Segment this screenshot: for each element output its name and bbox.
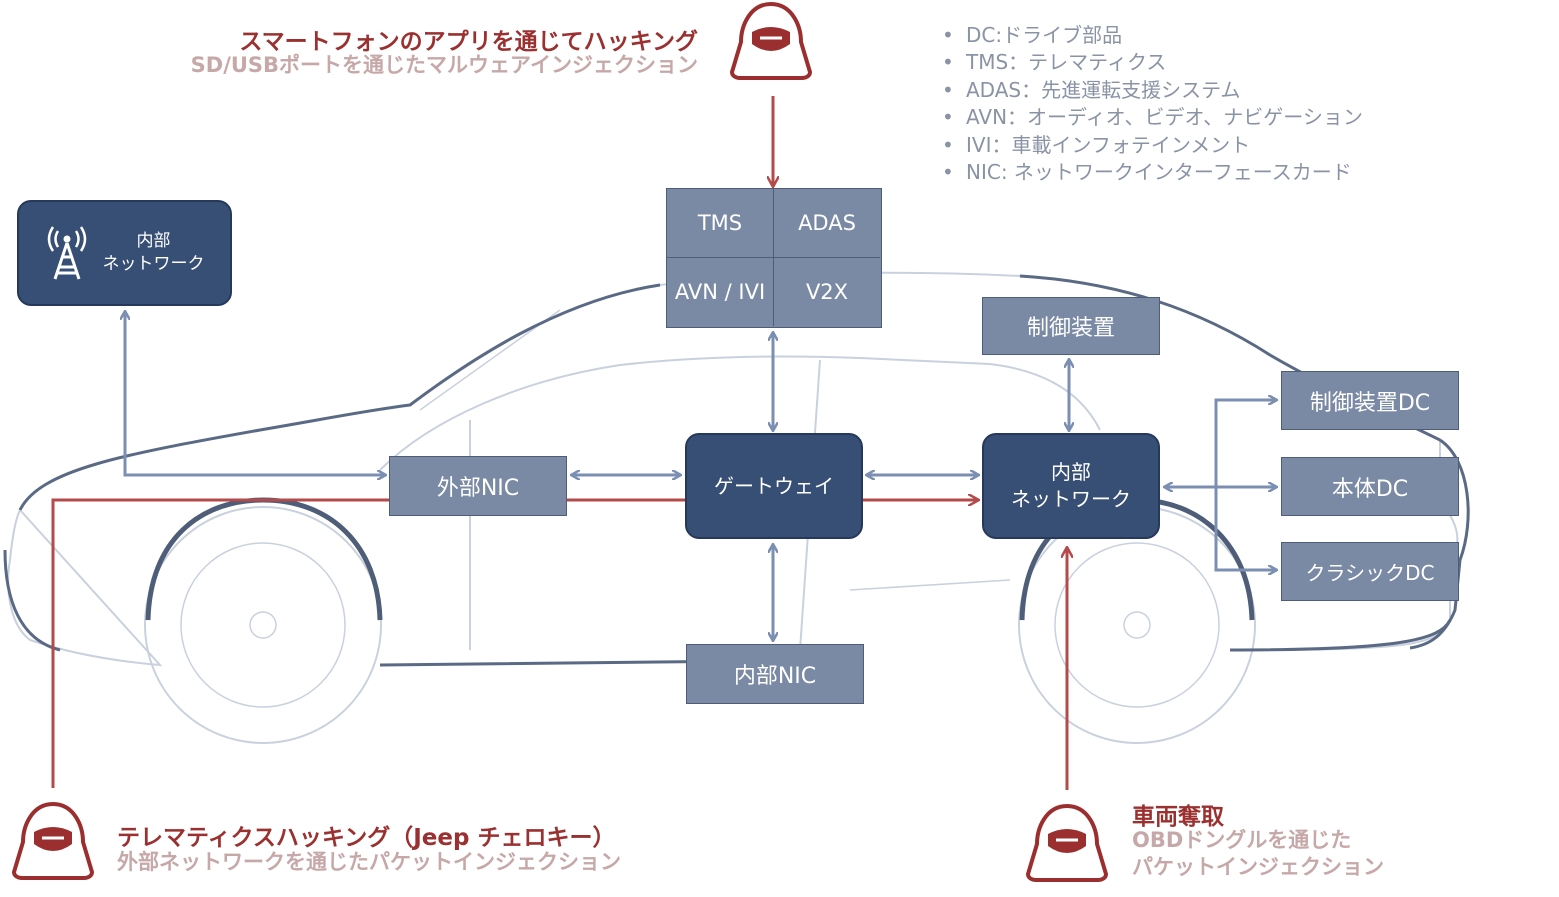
legend-item: •IVI：車載インフォテインメント	[942, 132, 1251, 157]
legend-item: •TMS：テレマティクス	[942, 50, 1167, 75]
link-controller-dc	[1214, 400, 1276, 487]
internal-nic-node: 内部NIC	[686, 644, 864, 704]
external-network-label-2: ネットワーク	[102, 254, 205, 274]
threat-telematics-title: テレマティクスハッキング（Jeep チェロキー）	[117, 825, 616, 851]
threat-top-title: スマートフォンのアプリを通じてハッキング	[239, 29, 698, 55]
legend-item: •AVN：オーディオ、ビデオ、ナビゲーション	[942, 105, 1363, 130]
internal-network-label-2: ネットワーク	[1011, 487, 1131, 511]
internal-network-label-1: 内部	[1051, 460, 1091, 484]
v2x-cell: V2X	[805, 280, 849, 304]
external-nic-node: 外部NIC	[389, 456, 567, 516]
link-external-network	[125, 312, 385, 475]
controller-node: 制御装置	[982, 297, 1160, 355]
infotainment-grid: TMS ADAS AVN / IVI V2X	[666, 188, 882, 328]
threat-theft-subtitle-2: パケットインジェクション	[1132, 855, 1384, 879]
attack-path-telematics	[51, 500, 978, 788]
external-network-node: 内部 ネットワーク	[17, 200, 232, 306]
classic-dc-node: クラシックDC	[1281, 542, 1459, 601]
legend-item: •DC:ドライブ部品	[942, 23, 1123, 47]
legend: •DC:ドライブ部品 •TMS：テレマティクス •ADAS：先進運転支援システム…	[942, 22, 1363, 186]
gateway-node: ゲートウェイ	[685, 433, 863, 539]
external-network-label-1: 内部	[136, 231, 171, 252]
hacker-icon	[11, 801, 95, 880]
legend-item: •ADAS：先進運転支援システム	[942, 77, 1241, 102]
avn-ivi-cell: AVN / IVI	[667, 258, 774, 326]
network-links	[125, 312, 1276, 640]
attack-paths	[51, 96, 1067, 790]
hacker-icon	[1025, 803, 1109, 882]
threat-theft-title: 車両奪取	[1132, 804, 1224, 830]
threat-telematics-subtitle: 外部ネットワークを通じたパケットインジェクション	[117, 850, 621, 874]
controller-dc-node: 制御装置DC	[1281, 371, 1459, 430]
threat-theft-subtitle-1: OBDドングルを通じた	[1132, 828, 1352, 852]
threat-top-subtitle: SD/USBポートを通じたマルウェアインジェクション	[190, 53, 698, 77]
legend-item: •NIC: ネットワークインターフェースカード	[942, 159, 1352, 184]
adas-cell: ADAS	[774, 189, 880, 258]
link-classic-dc	[1214, 487, 1276, 570]
internal-network-node: 内部 ネットワーク	[982, 433, 1160, 539]
radio-tower-icon	[47, 226, 86, 280]
tms-cell: TMS	[667, 189, 774, 258]
body-dc-node: 本体DC	[1281, 457, 1459, 516]
hacker-icon	[729, 1, 813, 80]
